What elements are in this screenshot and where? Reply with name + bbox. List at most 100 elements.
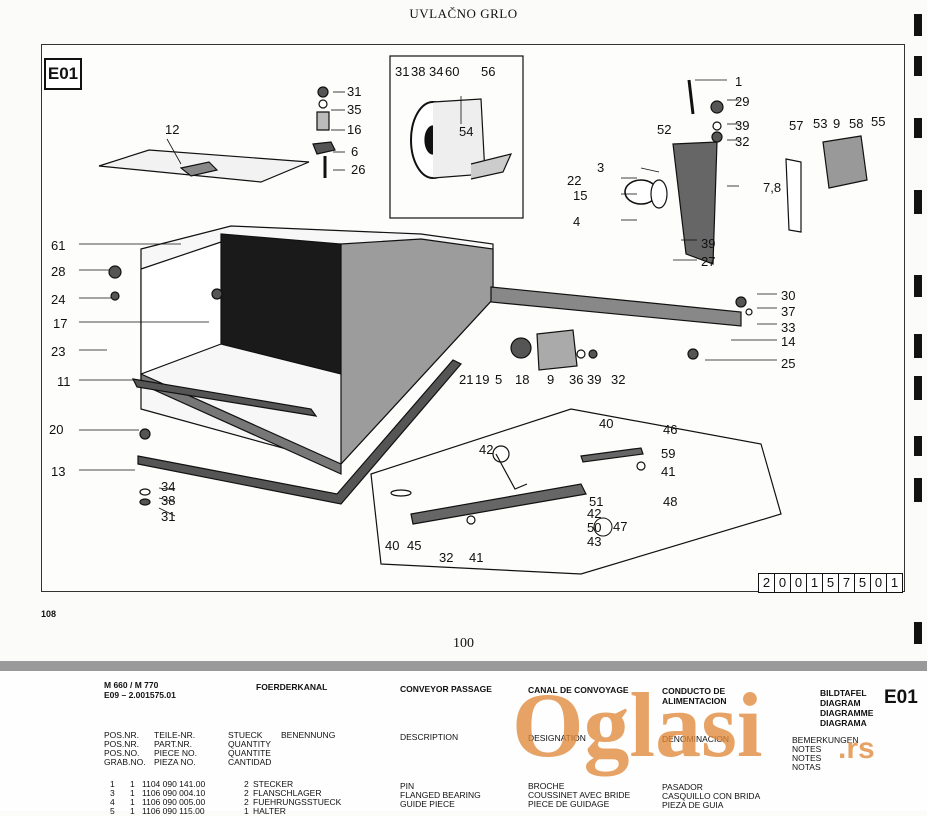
callout-label: 61 — [51, 238, 65, 253]
callout-label: 4 — [573, 214, 580, 229]
callout-label: 55 — [871, 114, 885, 129]
bracket — [672, 141, 718, 265]
callout-label: 40 — [385, 538, 399, 553]
section-code: E01 — [884, 687, 918, 708]
diagram-code-box: E01 — [44, 58, 82, 90]
drawing-digit: 5 — [823, 574, 839, 592]
callout-label: 39 — [735, 118, 749, 133]
scan-separator — [0, 661, 927, 671]
row-part: 1106 090 004.10 — [142, 788, 206, 798]
row-qty: 1 — [244, 806, 249, 816]
callout-label: 41 — [661, 464, 675, 479]
row-fr: PIECE DE GUIDAGE — [528, 799, 610, 809]
callout-label: 40 — [599, 416, 613, 431]
row-pos: 1 — [110, 779, 115, 789]
hdr-qty-1: QUANTITY — [228, 739, 271, 749]
callout-label: 32 — [611, 372, 625, 387]
callout-label: 60 — [445, 64, 459, 79]
hdr-part-0: TEILE-NR. — [154, 730, 196, 740]
row-es: PIEZA DE GUIA — [662, 800, 724, 810]
row-en: GUIDE PIECE — [400, 799, 455, 809]
callout-label: 27 — [701, 254, 715, 269]
callout-label: 34 — [429, 64, 443, 79]
callout-label: 47 — [613, 519, 627, 534]
page-number-center: 100 — [453, 636, 474, 651]
callout-label: 38 — [411, 64, 425, 79]
callout-label: 43 — [587, 534, 601, 549]
row-part: 1106 090 005.00 — [142, 797, 206, 807]
title-de: FOERDERKANAL — [256, 682, 328, 692]
row-set: 1 — [130, 797, 135, 807]
row-set: 1 — [130, 779, 135, 789]
callout-label: 56 — [481, 64, 495, 79]
callout-label: 37 — [781, 304, 795, 319]
callout-label: 42 — [587, 506, 601, 521]
hdr-bemerkungen-1: NOTES — [792, 744, 822, 754]
callout-label: 16 — [347, 122, 361, 137]
page-title: UVLAČNO GRLO — [409, 6, 518, 21]
callout-label: 34 — [161, 479, 175, 494]
page-number-left: 108 — [41, 609, 57, 619]
drawing-digit: 1 — [890, 575, 899, 590]
callout-label: 23 — [51, 344, 65, 359]
row-fr: BROCHE — [528, 781, 565, 791]
callout-label: 28 — [51, 264, 65, 279]
callout-label: 19 — [475, 372, 489, 387]
row-pos: 3 — [110, 788, 115, 798]
callout-label: 25 — [781, 356, 795, 371]
lever-rod — [580, 447, 644, 463]
callout-label: 7,8 — [763, 180, 781, 195]
hdr-qty-0: STUECK — [228, 730, 263, 740]
drawing-digit: 0 — [871, 574, 887, 592]
hdr-pos-0: POS.NR. — [104, 730, 139, 740]
callout-label: 6 — [351, 144, 358, 159]
row-de: FUEHRUNGSSTUECK — [253, 797, 342, 807]
row-en: FLANGED BEARING — [400, 790, 481, 800]
row-de: FLANSCHLAGER — [253, 788, 322, 798]
hdr-bemerkungen-2: NOTES — [792, 753, 822, 763]
roller-body — [432, 98, 486, 179]
row-set: 1 — [130, 806, 135, 816]
parts-table: M 660 / M 770 E09 – 2.001575.01 FOERDERK… — [0, 671, 927, 816]
hdr-part-3: PIEZA NO. — [154, 757, 196, 767]
drawing-digit: 0 — [791, 574, 807, 592]
row-part: 1106 090 115.00 — [142, 806, 205, 816]
callout-label: 32 — [439, 550, 453, 565]
title-es: CONDUCTO DE ALIMENTACION — [662, 686, 727, 706]
hdr-part-2: PIECE NO. — [154, 748, 197, 758]
watermark-text: Oglasi — [512, 674, 762, 776]
callout-label: 31 — [347, 84, 361, 99]
callout-label: 48 — [663, 494, 677, 509]
hdr-qty-2: QUANTITE — [228, 748, 271, 758]
callout-label: 1 — [735, 74, 742, 89]
callout-label: 24 — [51, 292, 65, 307]
bildtafel-1: DIAGRAM — [820, 698, 861, 708]
callout-label: 54 — [459, 124, 473, 139]
callout-label: 32 — [735, 134, 749, 149]
drawing-digit: 2 — [759, 574, 775, 592]
roller-strap — [470, 153, 513, 180]
callout-label: 58 — [849, 116, 863, 131]
hdr-qty-3: CANTIDAD — [228, 757, 272, 767]
callout-label: 39 — [701, 236, 715, 251]
table-code-line: E09 – 2.001575.01 — [104, 690, 176, 700]
callout-label: 46 — [663, 422, 677, 437]
callout-label: 26 — [351, 162, 365, 177]
row-set: 1 — [130, 788, 135, 798]
bildtafel-0: BILDTAFEL — [820, 688, 867, 698]
callout-label: 17 — [53, 316, 67, 331]
hdr-denominacion: DENOMINACION — [662, 734, 730, 744]
watermark-suffix: .rs — [838, 732, 875, 765]
callout-label: 9 — [833, 116, 840, 131]
callout-label: 20 — [49, 422, 63, 437]
side-strip — [822, 135, 868, 189]
lever-shaft — [410, 483, 587, 525]
hdr-pos-1: POS.NR. — [104, 739, 139, 749]
row-en: PIN — [400, 781, 415, 791]
callout-label: 59 — [661, 446, 675, 461]
title-fr: CANAL DE CONVOYAGE — [528, 685, 629, 695]
hdr-pos-2: POS.NO. — [104, 748, 140, 758]
callout-label: 5 — [495, 372, 502, 387]
callout-label: 12 — [165, 122, 179, 137]
